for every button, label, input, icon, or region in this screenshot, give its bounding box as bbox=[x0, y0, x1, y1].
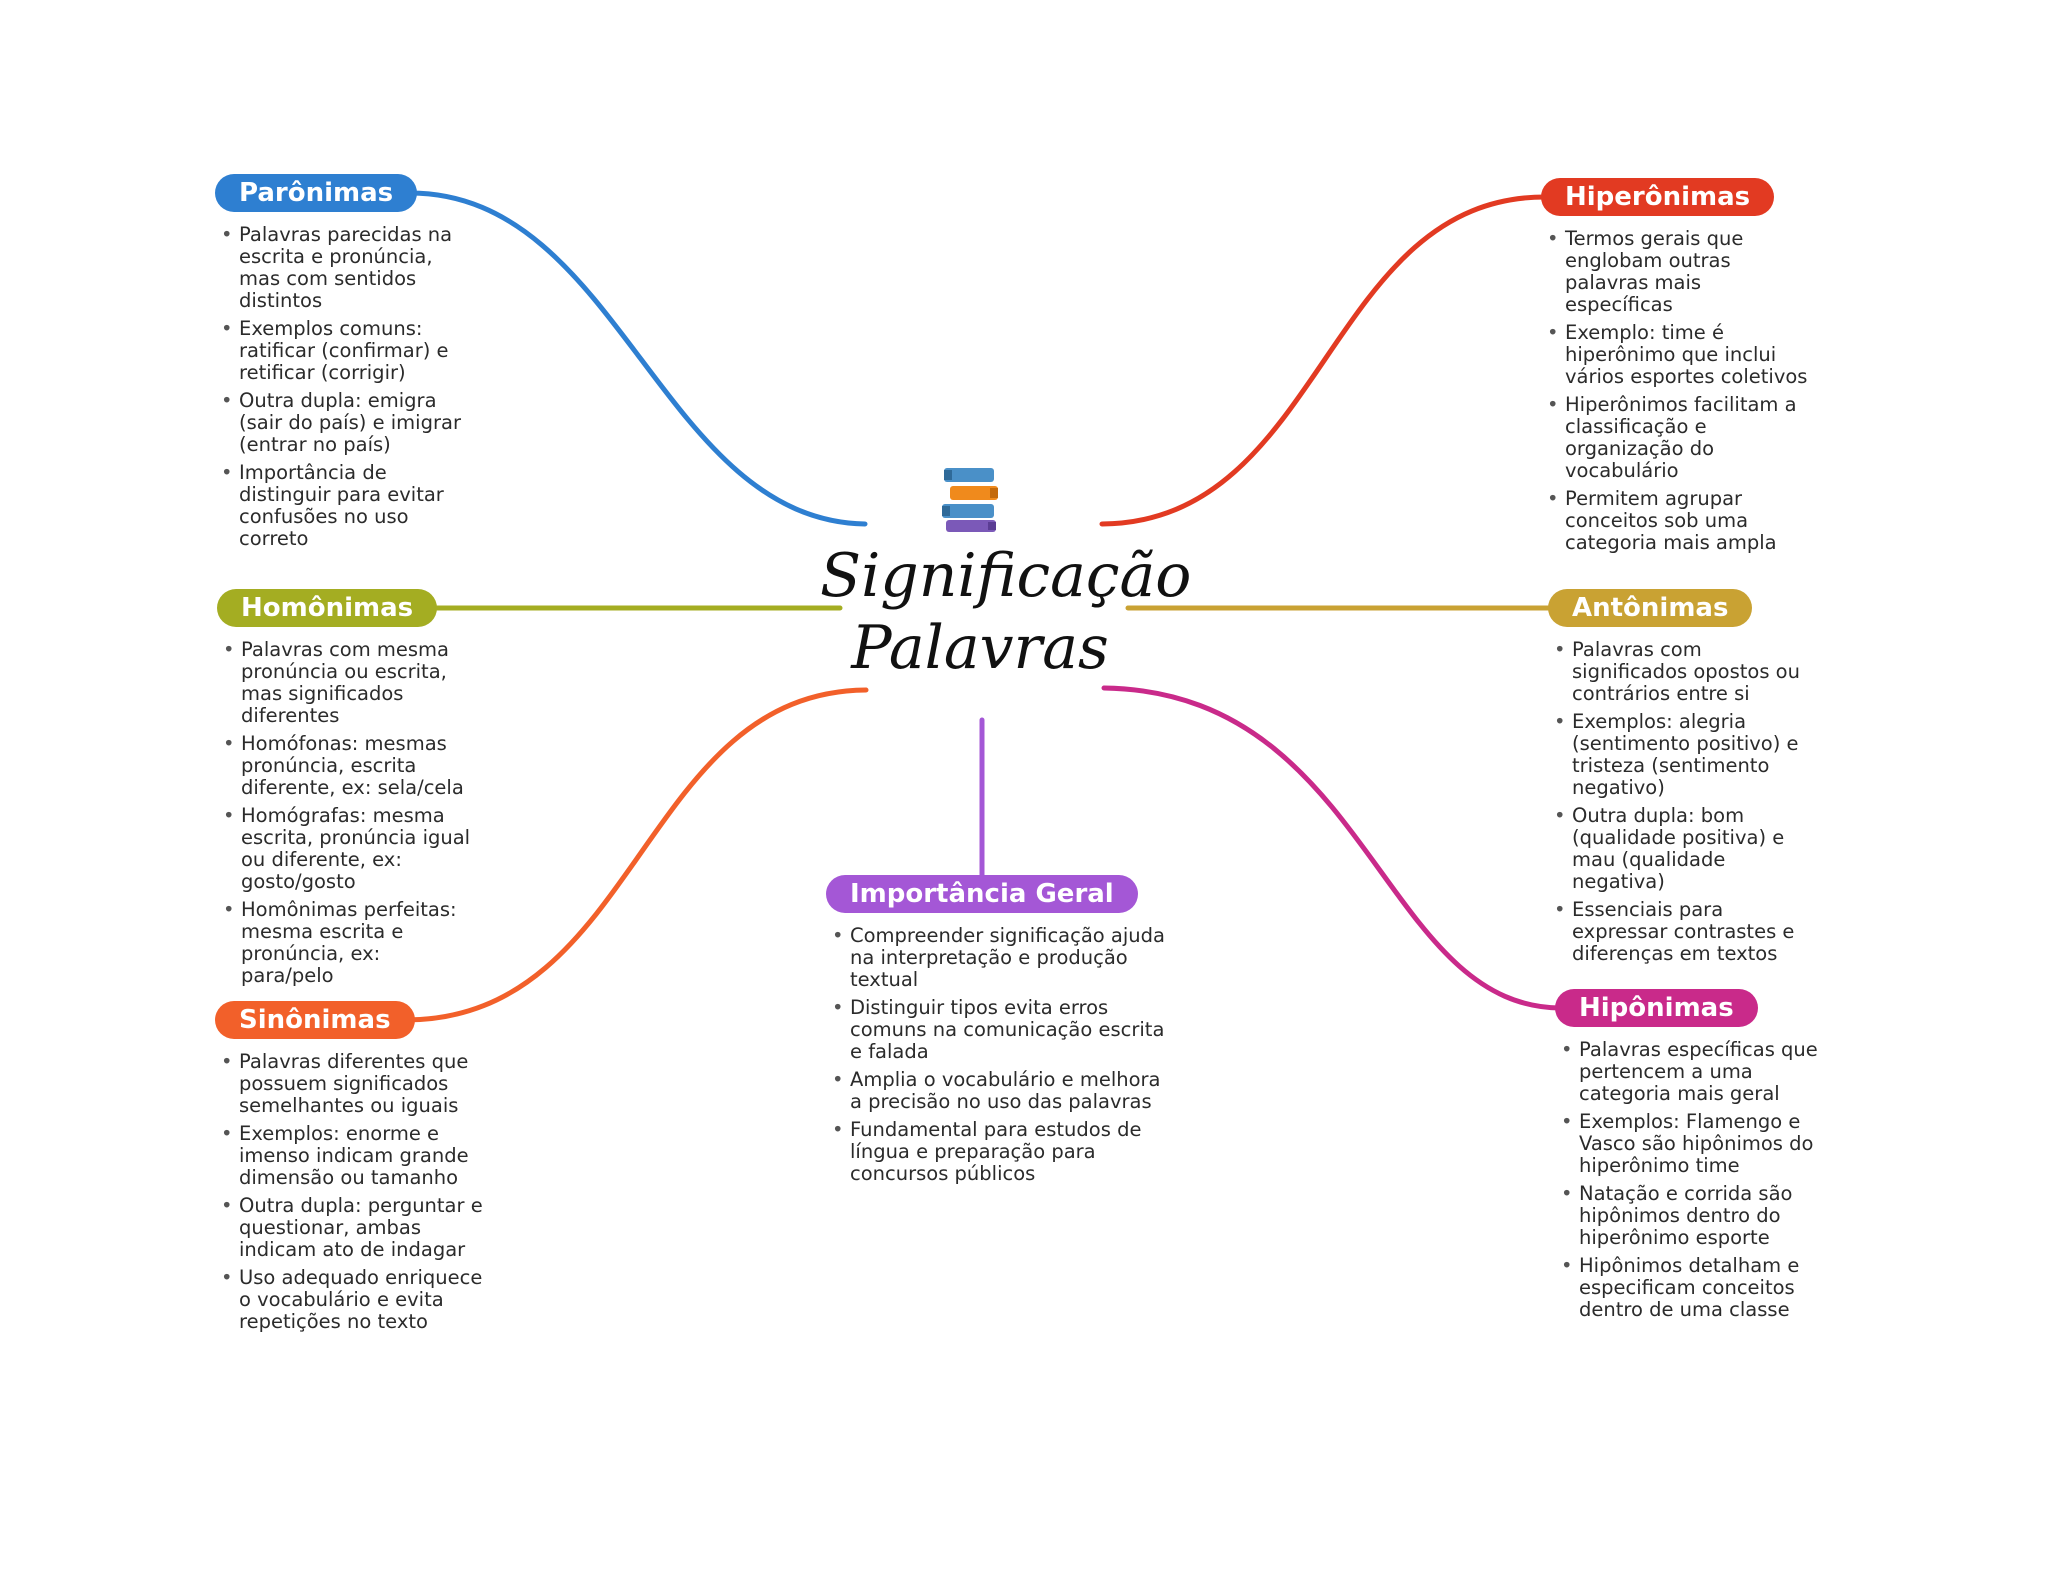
topic-hiponimas[interactable]: Hipônimas bbox=[1555, 989, 1758, 1027]
center-title-line2: Palavras bbox=[851, 613, 1109, 683]
branch-hiponimas[interactable]: Hipônimas Palavras específicas que perte… bbox=[1555, 989, 1825, 1327]
list-item: Exemplos: alegria (sentimento positivo) … bbox=[1548, 711, 1808, 799]
list-item: Outra dupla: perguntar e questionar, amb… bbox=[215, 1195, 485, 1261]
branch-homonimas[interactable]: Homônimas Palavras com mesma pronúncia o… bbox=[217, 589, 477, 993]
center-title-line1: Significação bbox=[820, 541, 1192, 611]
list-item: Natação e corrida são hipônimos dentro d… bbox=[1555, 1183, 1825, 1249]
importancia-list: Compreender significação ajuda na interp… bbox=[826, 925, 1166, 1185]
topic-sinonimas[interactable]: Sinônimas bbox=[215, 1001, 415, 1039]
list-item: Homônimas perfeitas: mesma escrita e pro… bbox=[217, 899, 477, 987]
branch-hiperonimas[interactable]: Hiperônimas Termos gerais que englobam o… bbox=[1541, 178, 1811, 560]
homonimas-list: Palavras com mesma pronúncia ou escrita,… bbox=[217, 639, 477, 987]
topic-hiperonimas[interactable]: Hiperônimas bbox=[1541, 178, 1775, 216]
list-item: Uso adequado enriquece o vocabulário e e… bbox=[215, 1267, 485, 1333]
list-item: Amplia o vocabulário e melhora a precisã… bbox=[826, 1069, 1166, 1113]
list-item: Homófonas: mesmas pronúncia, escrita dif… bbox=[217, 733, 477, 799]
list-item: Exemplos: Flamengo e Vasco são hipônimos… bbox=[1555, 1111, 1825, 1177]
list-item: Essenciais para expressar contrastes e d… bbox=[1548, 899, 1808, 965]
list-item: Palavras parecidas na escrita e pronúnci… bbox=[215, 224, 475, 312]
connector-hiponimas bbox=[1101, 685, 1563, 1011]
list-item: Homógrafas: mesma escrita, pronúncia igu… bbox=[217, 805, 477, 893]
list-item: Hipônimos detalham e especificam conceit… bbox=[1555, 1255, 1825, 1321]
branch-paronimas[interactable]: Parônimas Palavras parecidas na escrita … bbox=[215, 174, 475, 556]
list-item: Hiperônimos facilitam a classificação e … bbox=[1541, 394, 1811, 482]
books-icon bbox=[942, 468, 998, 532]
list-item: Compreender significação ajuda na interp… bbox=[826, 925, 1166, 991]
connector-hiperonimas bbox=[1099, 194, 1548, 527]
list-item: Exemplo: time é hiperônimo que inclui vá… bbox=[1541, 322, 1811, 388]
sinonimas-list: Palavras diferentes que possuem signific… bbox=[215, 1051, 485, 1333]
topic-homonimas[interactable]: Homônimas bbox=[217, 589, 438, 627]
list-item: Outra dupla: emigra (sair do país) e imi… bbox=[215, 390, 475, 456]
list-item: Importância de distinguir para evitar co… bbox=[215, 462, 475, 550]
list-item: Termos gerais que englobam outras palavr… bbox=[1541, 228, 1811, 316]
list-item: Permitem agrupar conceitos sob uma categ… bbox=[1541, 488, 1811, 554]
topic-importancia[interactable]: Importância Geral bbox=[826, 875, 1138, 913]
list-item: Exemplos: enorme e imenso indicam grande… bbox=[215, 1123, 485, 1189]
connector-paronimas bbox=[407, 190, 868, 527]
paronimas-list: Palavras parecidas na escrita e pronúnci… bbox=[215, 224, 475, 550]
list-item: Exemplos comuns: ratificar (confirmar) e… bbox=[215, 318, 475, 384]
connector-sinonimas bbox=[402, 687, 869, 1023]
central-topic[interactable]: Significação Palavras bbox=[820, 540, 1192, 684]
hiponimas-list: Palavras específicas que pertencem a uma… bbox=[1555, 1039, 1825, 1321]
topic-antonimas[interactable]: Antônimas bbox=[1548, 589, 1753, 627]
branch-importancia[interactable]: Importância Geral Compreender significaç… bbox=[826, 875, 1166, 1191]
list-item: Distinguir tipos evita erros comuns na c… bbox=[826, 997, 1166, 1063]
list-item: Palavras com significados opostos ou con… bbox=[1548, 639, 1808, 705]
branch-antonimas[interactable]: Antônimas Palavras com significados opos… bbox=[1548, 589, 1808, 971]
hiperonimas-list: Termos gerais que englobam outras palavr… bbox=[1541, 228, 1811, 554]
list-item: Palavras com mesma pronúncia ou escrita,… bbox=[217, 639, 477, 727]
branch-sinonimas[interactable]: Sinônimas Palavras diferentes que possue… bbox=[215, 1001, 485, 1339]
list-item: Outra dupla: bom (qualidade positiva) e … bbox=[1548, 805, 1808, 893]
list-item: Fundamental para estudos de língua e pre… bbox=[826, 1119, 1166, 1185]
list-item: Palavras específicas que pertencem a uma… bbox=[1555, 1039, 1825, 1105]
topic-paronimas[interactable]: Parônimas bbox=[215, 174, 418, 212]
antonimas-list: Palavras com significados opostos ou con… bbox=[1548, 639, 1808, 965]
list-item: Palavras diferentes que possuem signific… bbox=[215, 1051, 485, 1117]
